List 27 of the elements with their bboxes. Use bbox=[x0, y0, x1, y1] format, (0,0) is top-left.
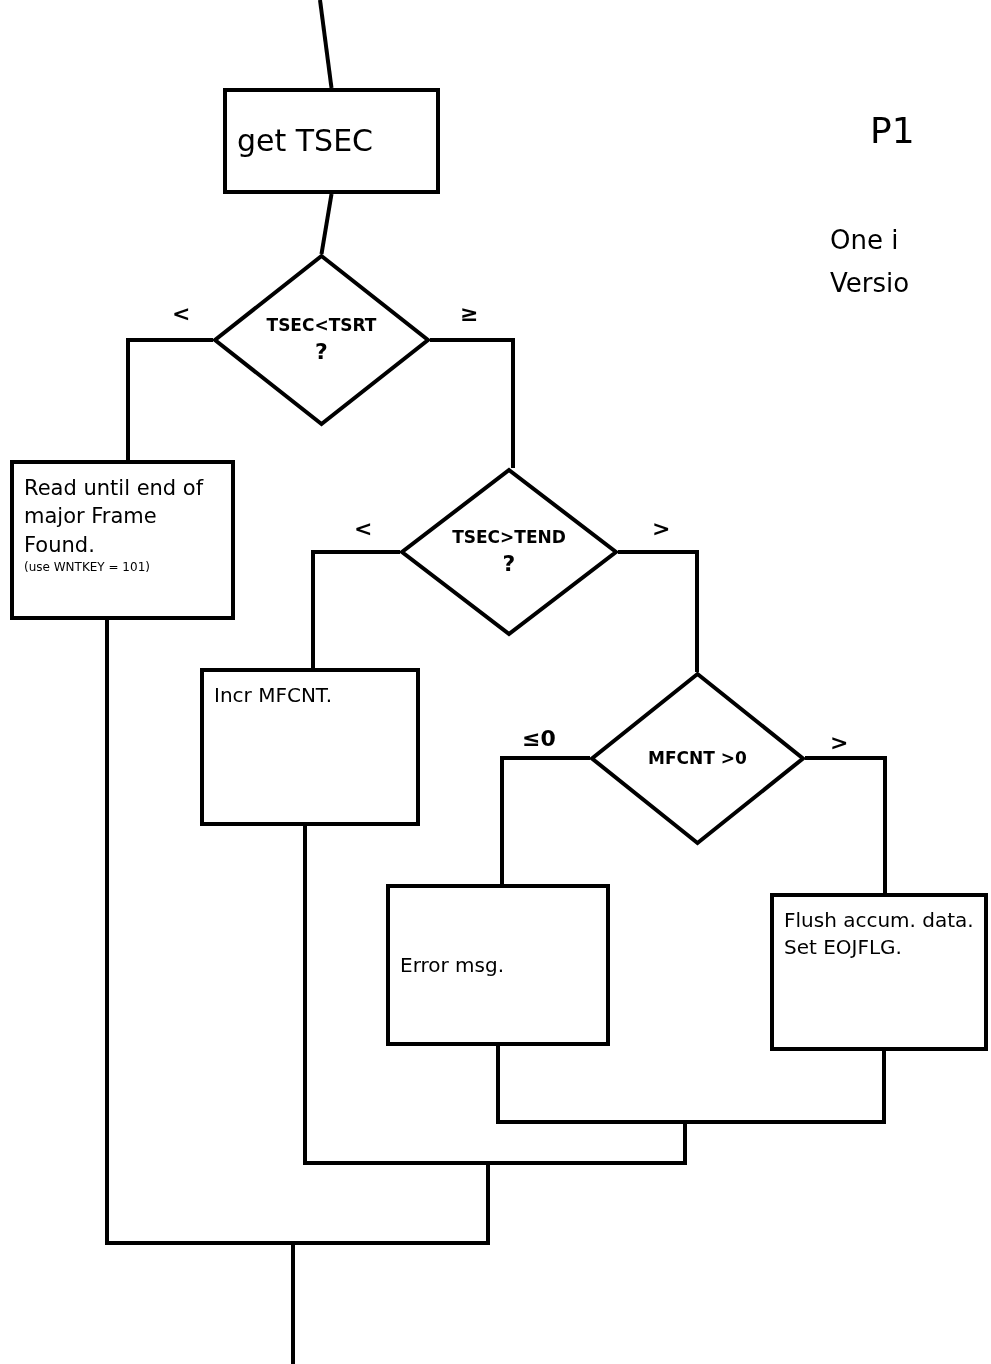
process-box bbox=[10, 460, 235, 620]
note-text: Versio bbox=[830, 268, 910, 298]
flow-line bbox=[311, 550, 400, 668]
step-text: get TSEC bbox=[237, 121, 375, 160]
condition-text: MFCNT >0 bbox=[648, 747, 747, 770]
flow-line bbox=[805, 756, 887, 893]
step-text: Flush accum. data. Set EOJFLG. bbox=[784, 907, 974, 961]
flow-line bbox=[618, 550, 699, 672]
step-text: Incr MFCNT. bbox=[214, 682, 334, 709]
condition-text: ? bbox=[315, 337, 328, 366]
condition-text: ? bbox=[502, 549, 516, 578]
step-text: (use WNTKEY = 101) bbox=[24, 559, 151, 576]
flow-line bbox=[318, 0, 334, 89]
process-box bbox=[770, 893, 988, 1051]
condition-text: TSEC<TSRT bbox=[266, 313, 377, 337]
process-box bbox=[386, 884, 610, 1046]
process-box bbox=[200, 668, 420, 826]
flow-line bbox=[319, 193, 334, 255]
page-number: P1 bbox=[870, 110, 915, 151]
condition-text: TSEC>TEND bbox=[452, 525, 566, 549]
flow-line bbox=[126, 338, 213, 460]
step-text: Error msg. bbox=[400, 951, 506, 979]
note-text: One i bbox=[830, 225, 899, 255]
flow-line bbox=[500, 756, 590, 884]
flow-line bbox=[430, 338, 515, 468]
step-text: Read until end of major Frame Found. bbox=[24, 475, 205, 559]
process-box bbox=[223, 88, 440, 194]
